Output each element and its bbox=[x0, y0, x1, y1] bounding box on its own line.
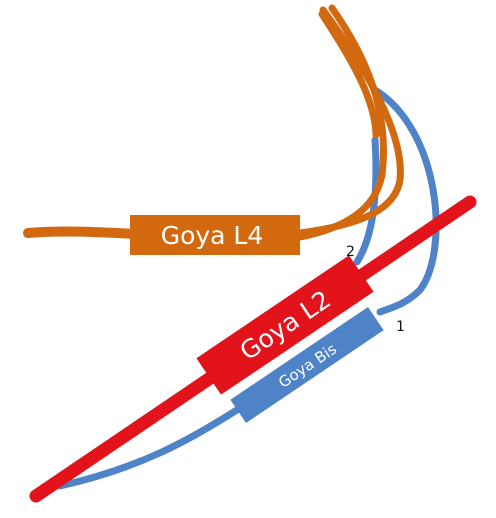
orange-track-b bbox=[296, 4, 387, 241]
goya-bis-station-box bbox=[230, 306, 384, 424]
blue-track-lower bbox=[56, 404, 244, 490]
track-number-1: 1 bbox=[396, 319, 405, 335]
goya-l4-station: Goya L4 bbox=[130, 215, 300, 255]
goya-l4-tracks bbox=[23, 4, 404, 241]
goya-l4-station-box bbox=[130, 215, 300, 255]
blue-track-outer bbox=[371, 86, 440, 316]
orange-track-c bbox=[318, 10, 380, 139]
goya-l2-station-box bbox=[196, 255, 374, 395]
goya-bis-tracks bbox=[56, 86, 440, 490]
orange-track-main bbox=[23, 226, 140, 239]
goya-l4-label: Goya L4 bbox=[161, 221, 264, 250]
track-number-2: 2 bbox=[346, 244, 355, 260]
